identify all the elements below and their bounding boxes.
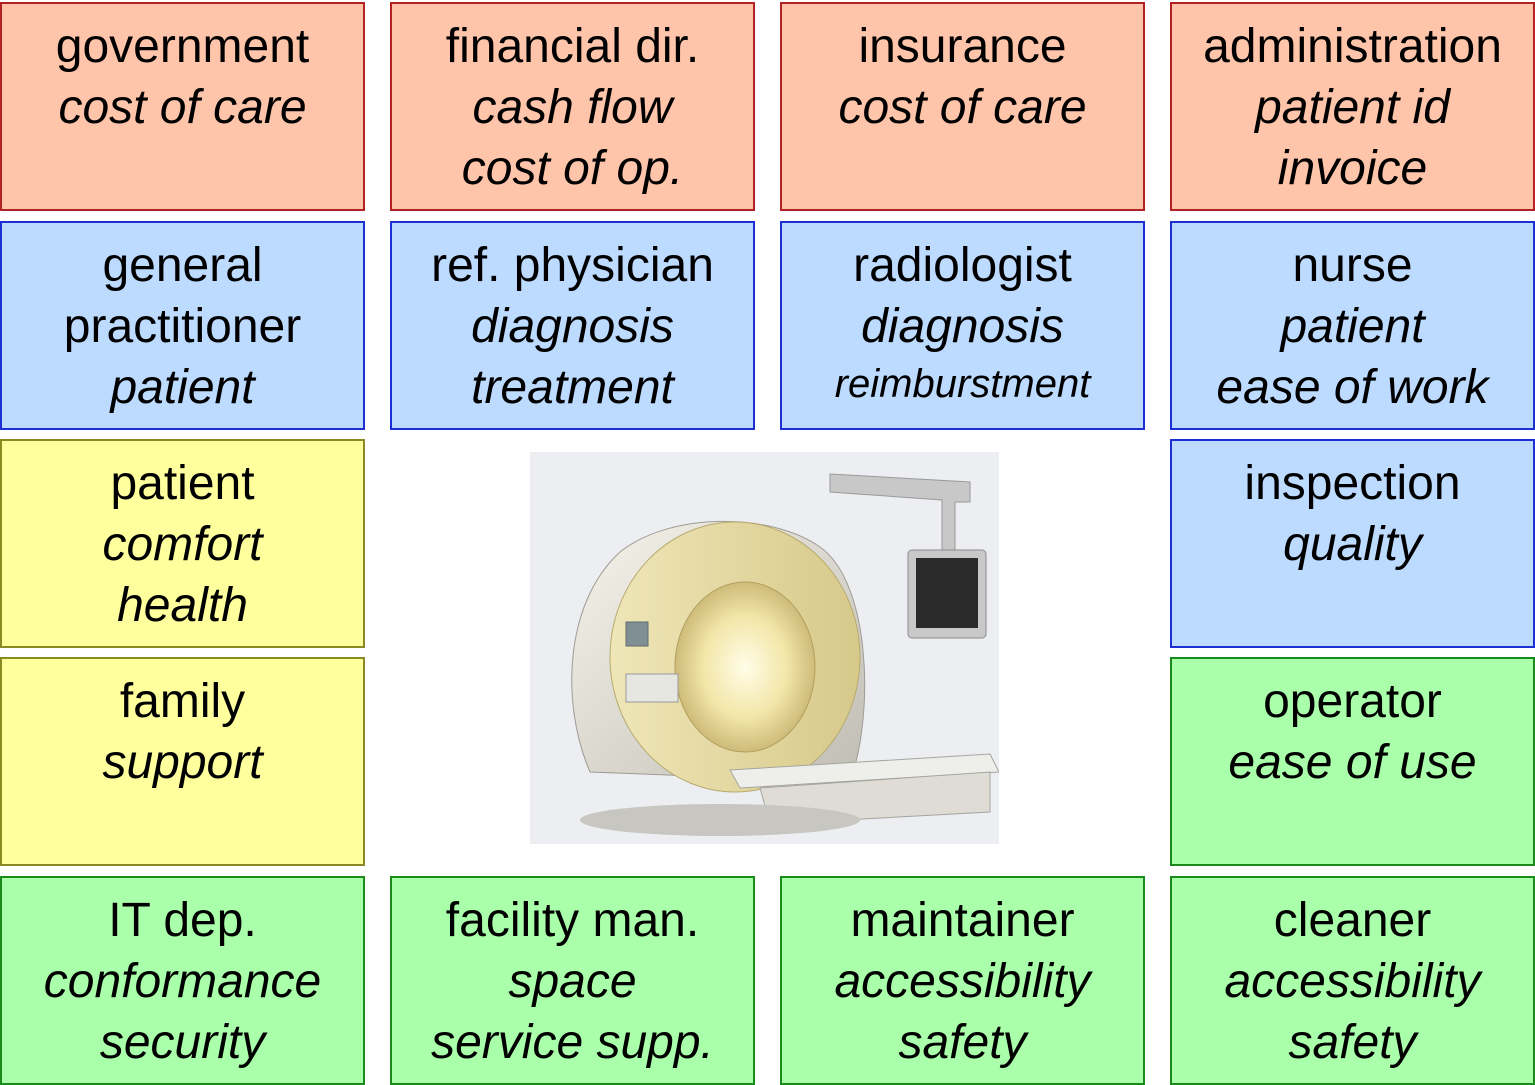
stakeholder-financial-director: financial dir. cash flow cost of op. (390, 2, 755, 211)
concern-label: service supp. (431, 1016, 714, 1069)
concern-label: cost of care (838, 81, 1087, 134)
stakeholder-facility-manager: facility man. space service supp. (390, 876, 755, 1085)
stakeholder-it-department: IT dep. conformance security (0, 876, 365, 1085)
concern-label: safety (898, 1016, 1027, 1069)
concern-label: security (99, 1016, 266, 1069)
stakeholder-administration: administration patient id invoice (1170, 2, 1535, 211)
concern-label: quality (1283, 518, 1422, 571)
stakeholder-referring-physician: ref. physician diagnosis treatment (390, 221, 755, 430)
stakeholder-patient: patient comfort health (0, 439, 365, 648)
role-label: facility man. (445, 894, 700, 947)
role-label: insurance (858, 20, 1067, 73)
concern-label: safety (1288, 1016, 1417, 1069)
concern-label: comfort (102, 518, 263, 571)
role-label: inspection (1244, 457, 1461, 510)
role-label-line2: practitioner (63, 300, 302, 353)
role-label: administration (1203, 20, 1502, 73)
role-label: financial dir. (445, 20, 700, 73)
role-label: maintainer (850, 894, 1075, 947)
concern-label: health (117, 579, 248, 632)
stakeholder-inspection: inspection quality (1170, 439, 1535, 648)
role-label: ref. physician (431, 239, 714, 292)
role-label: patient (110, 457, 255, 510)
concern-label: diagnosis (861, 300, 1064, 353)
concern-label: support (102, 736, 263, 789)
concern-label: patient (1280, 300, 1425, 353)
stakeholder-family: family support (0, 657, 365, 866)
stakeholder-operator: operator ease of use (1170, 657, 1535, 866)
role-label: IT dep. (108, 894, 257, 947)
stakeholder-government: government cost of care (0, 2, 365, 211)
concern-label: cash flow (472, 81, 673, 134)
concern-label: cost of op. (461, 142, 684, 195)
concern-label: ease of work (1216, 361, 1489, 414)
role-label: radiologist (853, 239, 1072, 292)
concern-label: space (508, 955, 637, 1008)
concern-label: conformance (43, 955, 322, 1008)
mri-scanner-icon (530, 452, 1000, 844)
stakeholder-nurse: nurse patient ease of work (1170, 221, 1535, 430)
role-label: family (119, 675, 246, 728)
concern-label: accessibility (834, 955, 1091, 1008)
concern-label: reimburstment (834, 362, 1091, 406)
concern-label: ease of use (1228, 736, 1477, 789)
concern-label: accessibility (1224, 955, 1481, 1008)
stakeholder-radiologist: radiologist diagnosis reimburstment (780, 221, 1145, 430)
concern-label: patient (110, 361, 255, 414)
role-label: operator (1263, 675, 1442, 728)
concern-label: cost of care (58, 81, 307, 134)
role-label: nurse (1292, 239, 1413, 292)
concern-label: diagnosis (471, 300, 674, 353)
stakeholder-cleaner: cleaner accessibility safety (1170, 876, 1535, 1085)
role-label: cleaner (1273, 894, 1432, 947)
concern-label: treatment (471, 361, 674, 414)
stakeholder-maintainer: maintainer accessibility safety (780, 876, 1145, 1085)
role-label: general (102, 239, 263, 292)
stakeholder-insurance: insurance cost of care (780, 2, 1145, 211)
concern-label: invoice (1277, 142, 1428, 195)
stakeholder-general-practitioner: general practitioner patient (0, 221, 365, 430)
concern-label: patient id (1255, 81, 1450, 134)
role-label: government (55, 20, 310, 73)
